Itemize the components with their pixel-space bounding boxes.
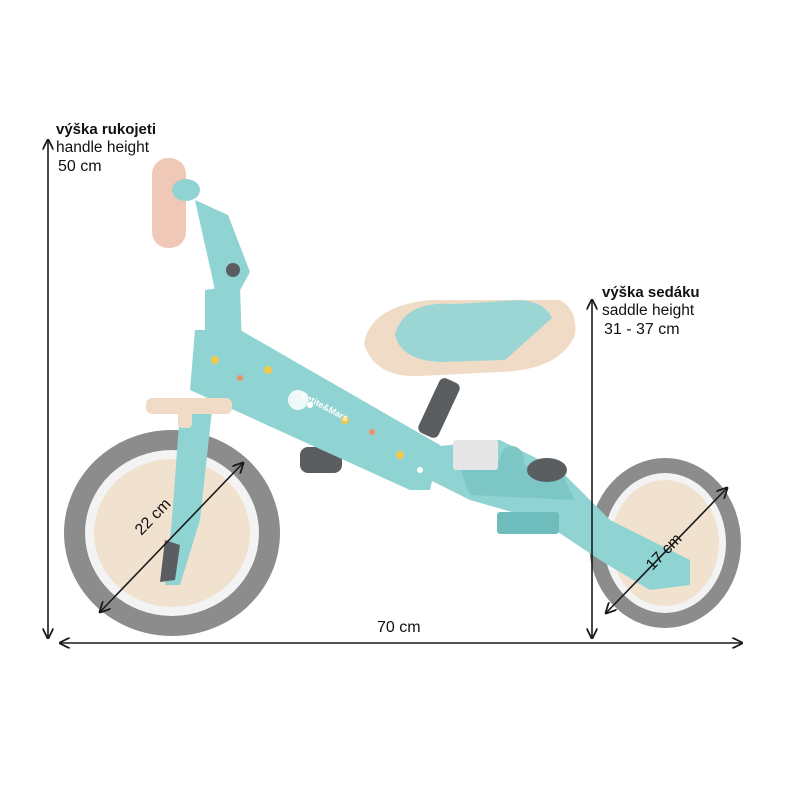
front-wheel-diameter-line xyxy=(100,463,243,612)
dimension-lines xyxy=(48,140,742,643)
handle-height-title-en: handle height xyxy=(56,139,150,156)
length-value: 70 cm xyxy=(377,619,421,636)
saddle-height-value: 31 - 37 cm xyxy=(604,321,680,338)
saddle-height-title-en: saddle height xyxy=(602,302,695,319)
rear-wheel-diameter-line xyxy=(606,488,727,613)
saddle-height-title-cz: výška sedáku xyxy=(602,284,700,301)
handle-height-title-cz: výška rukojeti xyxy=(56,121,157,138)
handle-height-value: 50 cm xyxy=(58,158,102,175)
